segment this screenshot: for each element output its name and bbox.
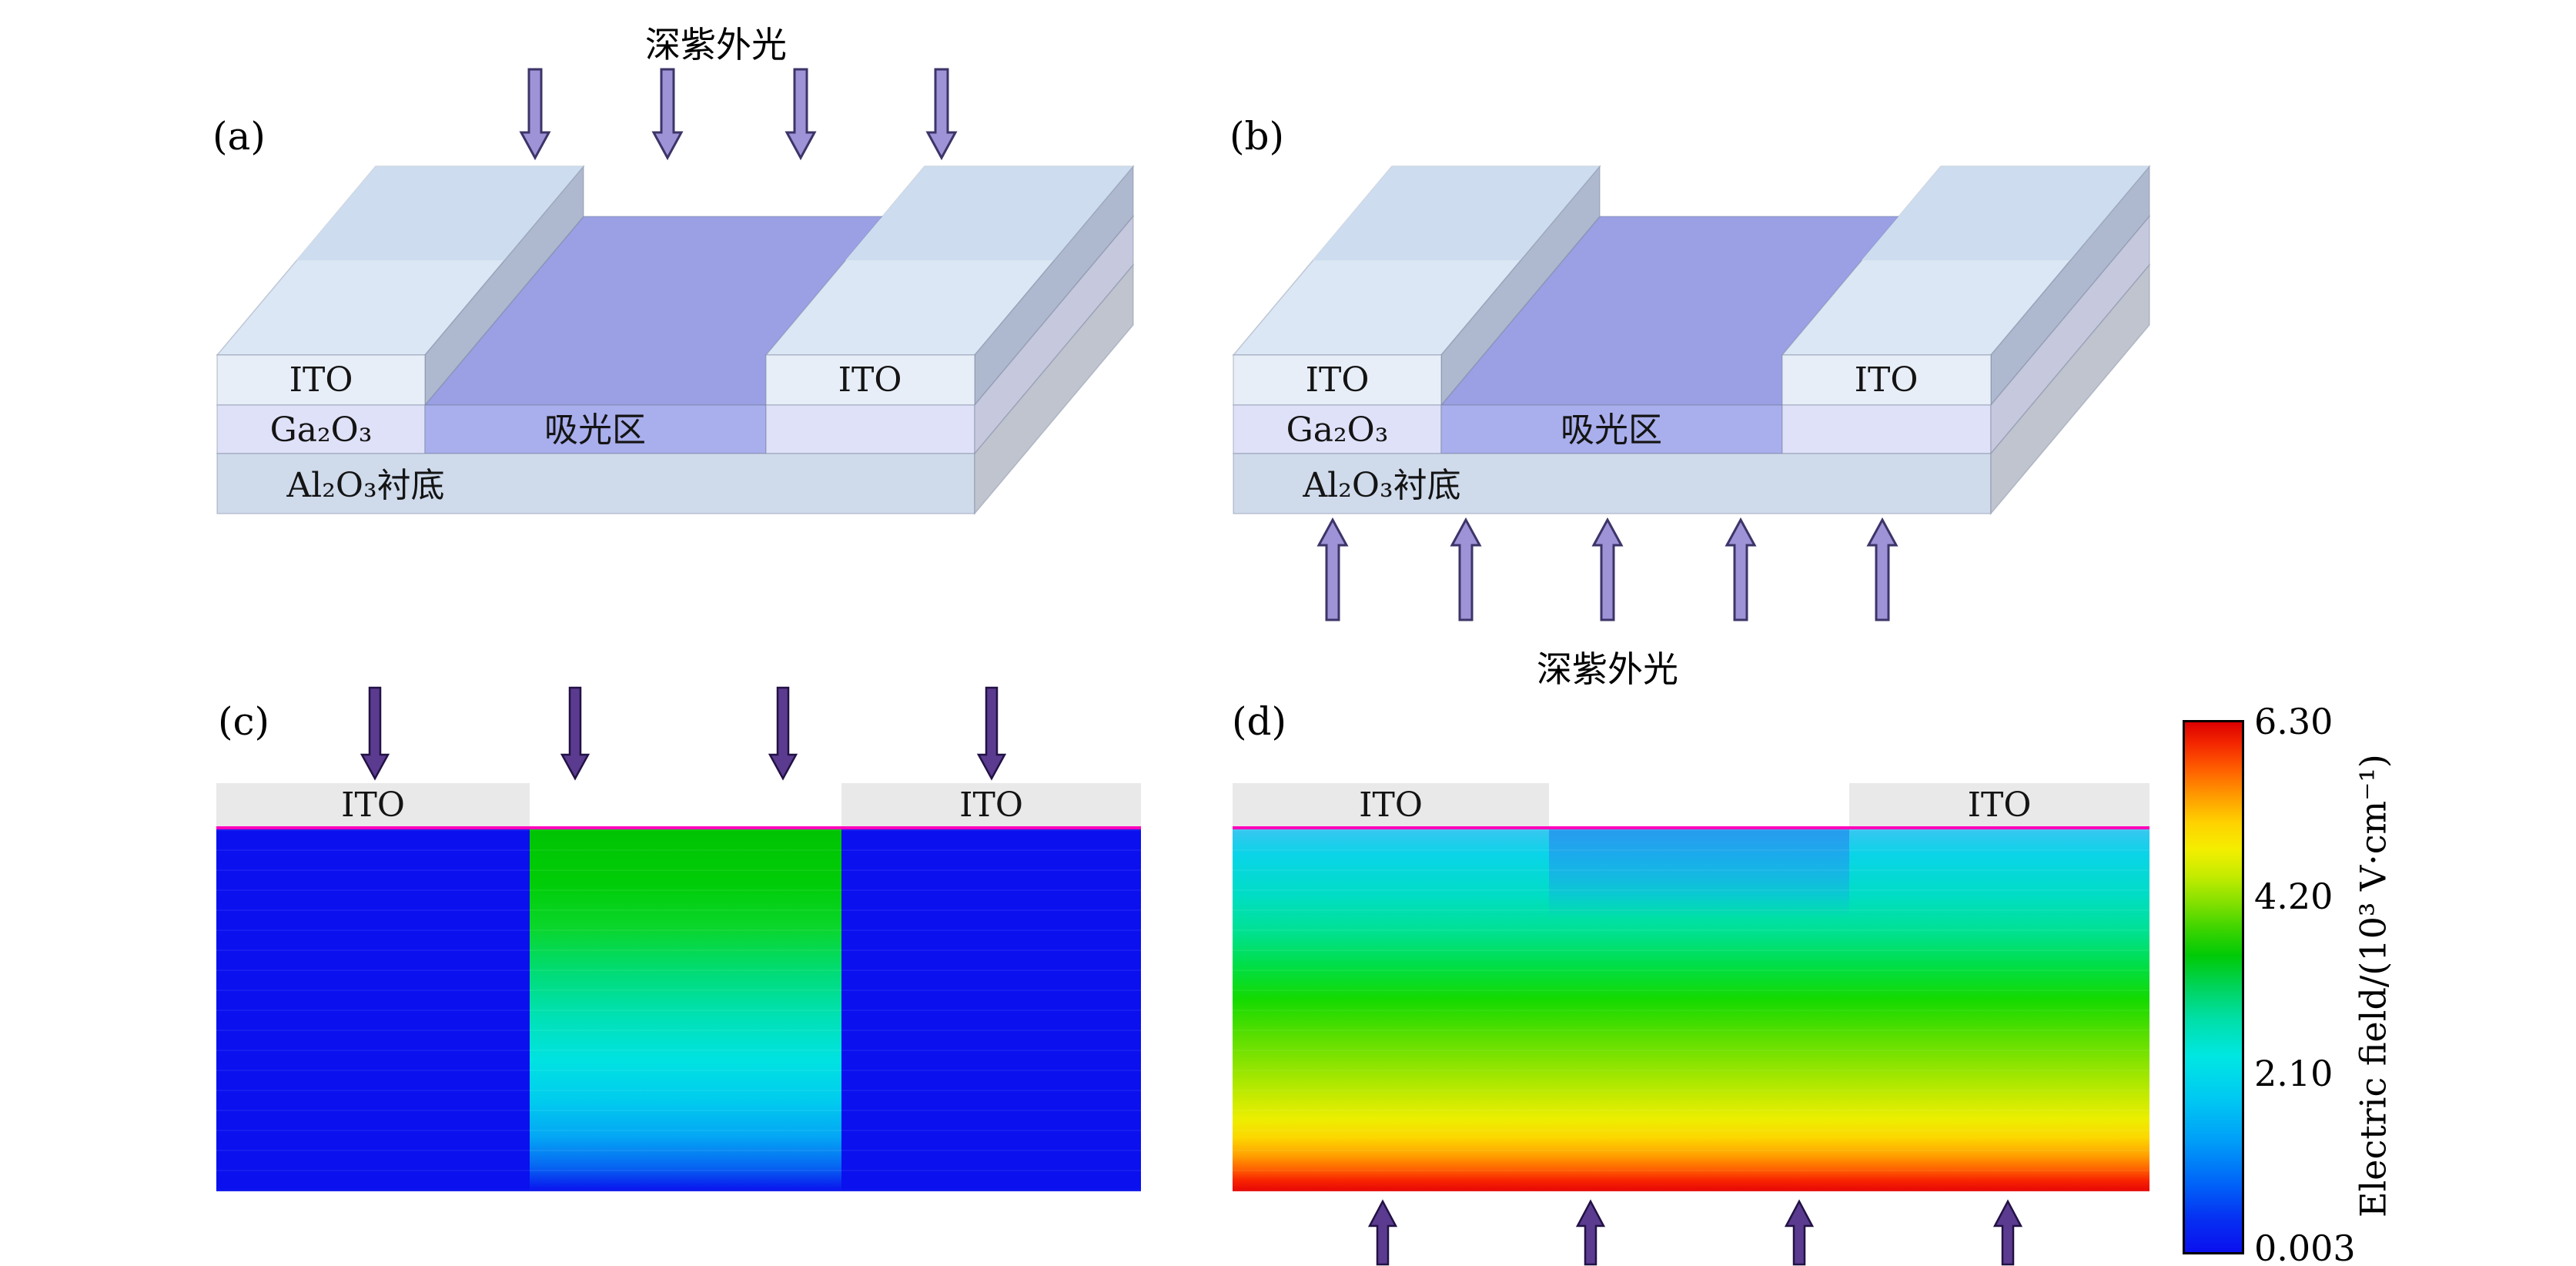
ito-electrode-left: ITO <box>216 783 530 826</box>
ga2o3-front-right <box>765 404 975 454</box>
ga2o3-label: Ga₂O₃ <box>270 410 373 450</box>
ito-right-label: ITO <box>838 360 902 400</box>
absorber-label: 吸光区 <box>1561 410 1662 450</box>
uv-arrow-up-icon <box>1450 517 1482 621</box>
panel-b-schematic: ITO Ga₂O₃ 吸光区 ITO Al₂O₃衬底 深紫外光 <box>1232 164 2151 690</box>
panel-d-label: (d) <box>1232 699 1287 744</box>
ito-electrode-right: ITO <box>841 783 1141 826</box>
uv-arrows-down <box>519 68 958 161</box>
ga2o3-front-left <box>216 404 426 454</box>
uv-arrow-up-icon <box>1575 1199 1606 1266</box>
panel-c-arrows <box>360 686 1007 781</box>
colorbar-tick-max: 6.30 <box>2254 701 2333 742</box>
panel-c-label: (c) <box>218 699 270 744</box>
panel-a-schematic: 深紫外光 ITO Ga₂O₃ 吸光区 ITO Al₂O <box>216 24 1135 516</box>
colorbar-tick-upper: 4.20 <box>2254 876 2333 917</box>
uv-light-label: 深紫外光 <box>1537 648 1678 690</box>
absorber-label: 吸光区 <box>544 410 646 450</box>
ito-right-top-shade <box>1862 166 2149 260</box>
ito-right-front-face <box>765 354 975 406</box>
uv-arrows-up <box>1316 517 1899 621</box>
uv-arrow-up-icon <box>1992 1199 2023 1266</box>
panel-a-label: (a) <box>212 114 266 159</box>
contour-bands-overlay <box>216 829 1141 1191</box>
substrate-side-face <box>1990 263 2150 516</box>
ga2o3-label: Ga₂O₃ <box>1286 410 1389 450</box>
device-structure-b <box>1232 164 2151 516</box>
uv-arrow-down-icon <box>768 686 798 781</box>
low-field-top-center-region <box>1549 829 1849 918</box>
ito-left-top-shade <box>1313 166 1600 260</box>
uv-arrow-up-icon <box>1367 1199 1398 1266</box>
ito-left-top-shade <box>296 166 584 260</box>
ito-left-front-face <box>1233 354 1442 406</box>
uv-arrow-up-icon <box>1591 517 1624 621</box>
uv-arrow-up-icon <box>1784 1199 1815 1266</box>
uv-arrow-up-icon <box>1725 517 1757 621</box>
ga2o3-front-left <box>1233 404 1442 454</box>
surface-interface-line <box>216 826 1141 829</box>
uv-arrow-up-icon <box>1316 517 1349 621</box>
substrate-front-face <box>216 453 975 514</box>
colorbar-axis-label: Electric field/(10³ V·cm⁻¹) <box>2352 754 2394 1217</box>
device-structure-a <box>216 164 1135 516</box>
substrate-label: Al₂O₃衬底 <box>286 466 444 505</box>
contour-bands-overlay <box>1233 829 2149 1191</box>
substrate-side-face <box>974 263 1134 516</box>
uv-arrow-down-icon <box>560 686 590 781</box>
uv-arrow-down-icon <box>976 686 1007 781</box>
uv-arrow-up-icon <box>1866 517 1899 621</box>
ga2o3-front-right <box>1781 404 1992 454</box>
uv-arrow-down-icon <box>651 68 684 161</box>
uv-light-label: 深紫外光 <box>645 24 787 65</box>
colorbar-tick-min: 0.003 <box>2254 1227 2356 1266</box>
surface-interface-line <box>1233 826 2149 829</box>
substrate-front-face <box>1233 453 1992 514</box>
uv-arrow-down-icon <box>360 686 390 781</box>
colorbar <box>2183 720 2244 1254</box>
colorbar-tick-lower: 2.10 <box>2254 1053 2333 1094</box>
uv-arrow-down-icon <box>519 68 551 161</box>
ito-right-top-shade <box>845 166 1133 260</box>
substrate-label: Al₂O₃衬底 <box>1302 466 1460 505</box>
ito-right-front-face <box>1781 354 1992 406</box>
ito-right-label: ITO <box>1855 360 1919 400</box>
field-heatmap-bottom-illumination <box>1233 829 2149 1191</box>
ito-left-label: ITO <box>1306 360 1370 400</box>
ito-electrode-right: ITO <box>1849 783 2149 826</box>
panel-d-arrows <box>1367 1199 2023 1266</box>
uv-arrow-down-icon <box>925 68 958 161</box>
ito-electrode-left: ITO <box>1233 783 1549 826</box>
panel-b-label: (b) <box>1229 114 1285 159</box>
field-heatmap-top-illumination <box>216 829 1141 1191</box>
uv-arrow-down-icon <box>785 68 817 161</box>
ito-left-label: ITO <box>289 360 353 400</box>
high-field-gap-region <box>530 829 841 1191</box>
